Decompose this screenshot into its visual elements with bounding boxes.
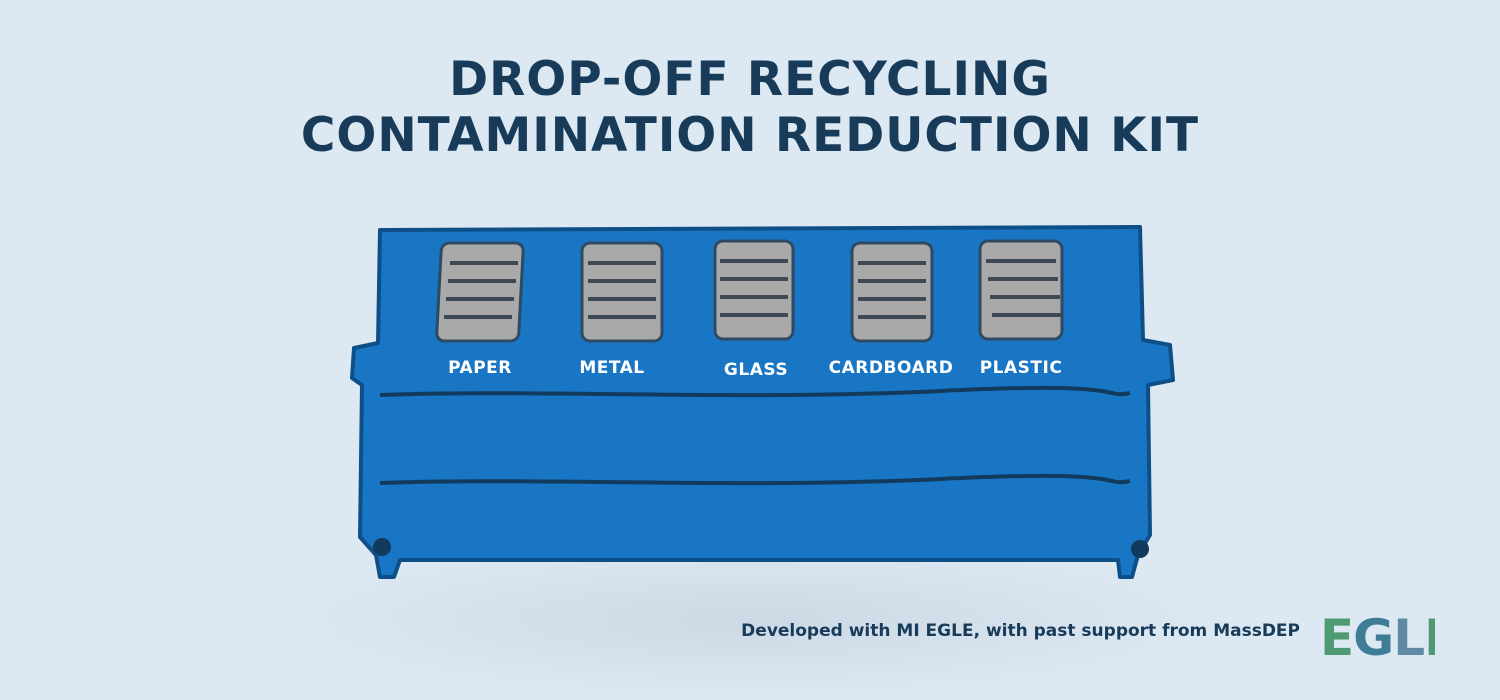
background-shadow [250,540,1250,700]
bin-lid-plastic [978,239,1064,341]
left-wheel [373,538,391,556]
title-line-2: CONTAMINATION REDUCTION KIT [300,108,1200,163]
recycling-dumpster-illustration: PAPER METAL GLASS CARDBOARD PLASTIC [350,225,1175,579]
bin-label-glass: GLASS [724,360,788,380]
bin-label-paper: PAPER [448,358,512,378]
dumpster-body [350,225,1175,579]
page-title: DROP-OFF RECYCLING CONTAMINATION REDUCTI… [0,52,1500,164]
bin-lid-metal [580,241,664,343]
egle-logo-letter-l: L [1393,609,1424,665]
svg-text:EGLE: EGLE [1320,609,1435,665]
egle-logo-letter-e: E [1320,609,1353,665]
egle-logo: EGLE [1320,609,1435,665]
bin-label-metal: METAL [579,358,644,378]
bin-lid-glass [713,239,795,341]
bin-label-cardboard: CARDBOARD [829,358,954,378]
egle-logo-letter-e2: E [1424,609,1435,665]
bin-lid-cardboard [850,241,934,343]
credit-text: Developed with MI EGLE, with past suppor… [741,621,1300,641]
egle-logo-letter-g: G [1353,609,1393,665]
title-line-1: DROP-OFF RECYCLING [449,52,1051,107]
bin-label-plastic: PLASTIC [980,358,1063,378]
right-wheel [1131,540,1149,558]
dumpster-base-line [379,473,1131,486]
bin-lid-paper [435,241,525,343]
dumpster-rim-line [379,385,1131,398]
